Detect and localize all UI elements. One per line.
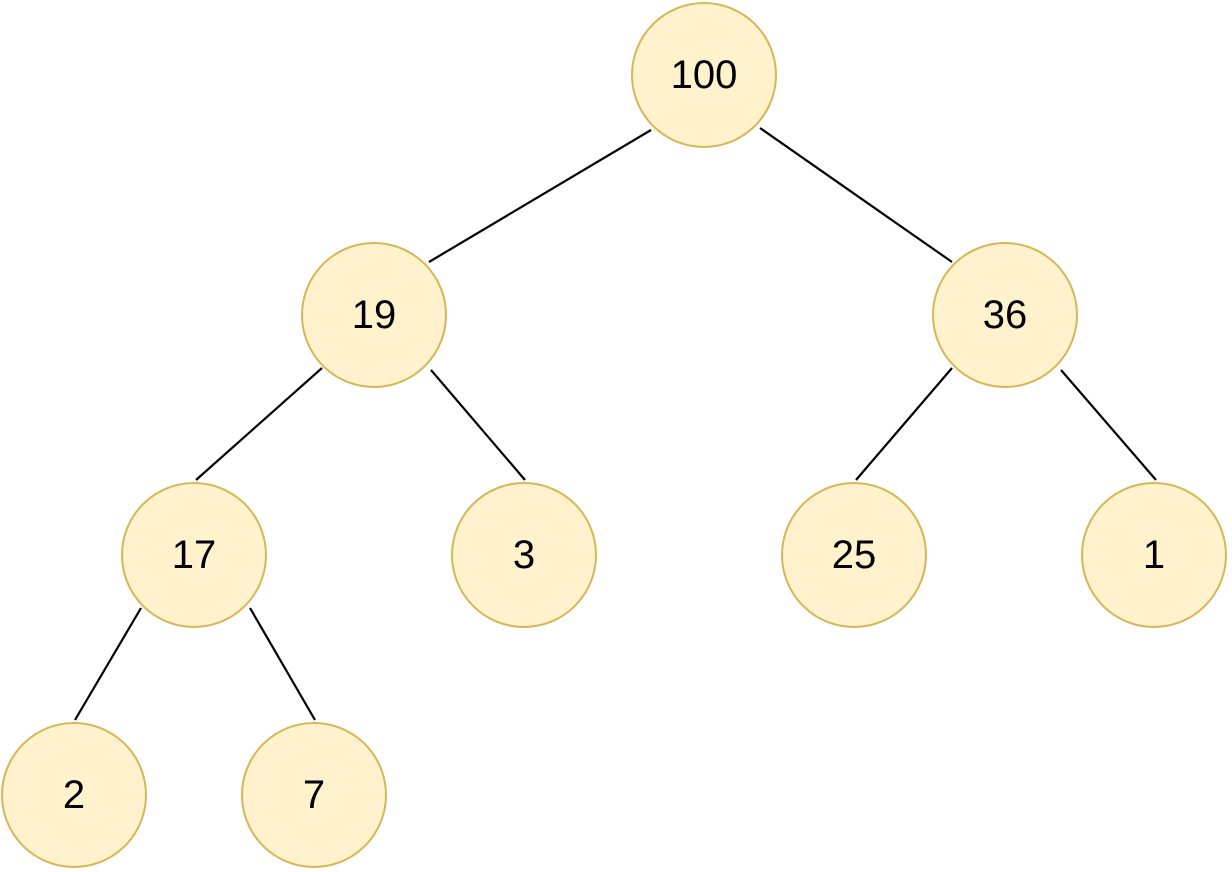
- edge-36-25: [855, 367, 953, 481]
- node-value: 36: [982, 293, 1028, 337]
- tree-node-right-right: 1: [1081, 482, 1227, 628]
- tree-node-root: 100: [631, 2, 777, 148]
- node-value: 100: [670, 53, 738, 97]
- node-value: 3: [512, 533, 536, 577]
- edge-36-1: [1060, 369, 1157, 481]
- tree-node-left-left-right: 7: [241, 722, 387, 868]
- node-value: 7: [302, 773, 326, 817]
- edge-19-3: [430, 369, 526, 481]
- node-value: 1: [1142, 533, 1166, 577]
- tree-node-right-left: 25: [781, 482, 927, 628]
- tree-node-right: 36: [932, 242, 1078, 388]
- edge-17-7: [249, 607, 316, 721]
- tree-node-left-right: 3: [451, 482, 597, 628]
- node-value: 2: [62, 773, 86, 817]
- edge-100-19: [428, 129, 652, 263]
- tree-node-left-left: 17: [121, 482, 267, 628]
- node-value: 17: [171, 533, 217, 577]
- node-value: 19: [351, 293, 397, 337]
- edge-17-2: [74, 607, 142, 721]
- edge-19-17: [195, 367, 323, 481]
- tree-node-left-left-left: 2: [1, 722, 147, 868]
- edge-100-36: [759, 127, 953, 263]
- tree-node-left: 19: [301, 242, 447, 388]
- node-value: 25: [831, 533, 877, 577]
